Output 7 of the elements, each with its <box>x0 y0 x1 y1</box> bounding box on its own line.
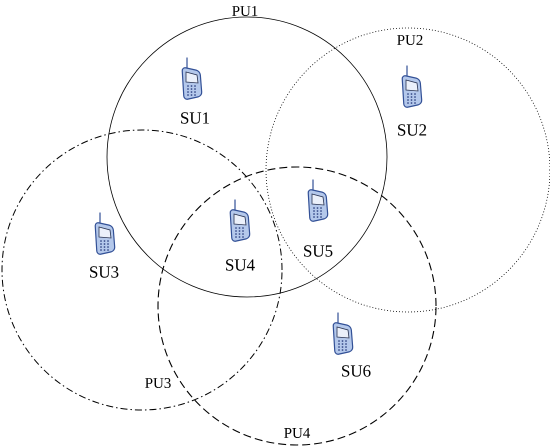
user-label: SU5 <box>304 245 332 257</box>
user-label: SU1 <box>181 112 210 124</box>
user-label: SU2 <box>398 124 426 136</box>
user-label: SU3 <box>90 266 118 278</box>
node-label: PU1 <box>232 6 258 16</box>
user-label: SU6 <box>342 365 371 377</box>
user-label: SU4 <box>226 259 255 271</box>
